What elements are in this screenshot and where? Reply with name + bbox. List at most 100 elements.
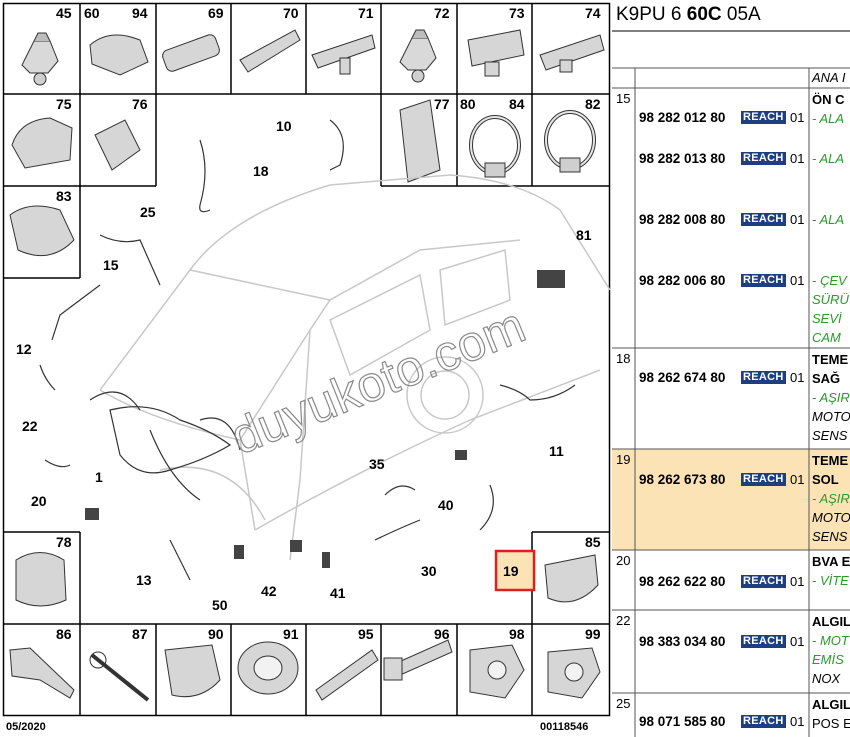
part-desc-line: - ÇEV [812,273,847,288]
part-desc-line: BVA E [812,554,850,569]
cell-label-95: 95 [358,626,374,642]
part-qty: 01 [790,370,805,385]
callout-25: 25 [140,204,156,220]
row-ref-19: 19 [616,452,631,467]
part-desc-line: SENS [812,428,848,443]
part-desc-line: SEVİ [812,311,842,326]
parts-table-grid [612,30,850,737]
callout-11: 11 [549,443,564,459]
cell-label-80: 80 [460,96,476,112]
callout-40: 40 [438,497,454,513]
callout-12: 12 [16,341,32,357]
row-ref-15: 15 [616,91,631,106]
cell-label-91: 91 [283,626,299,642]
part-desc-line: ÖN C [812,92,845,107]
part-number: 98 282 006 80 [639,273,726,288]
row-ref-20: 20 [616,553,631,568]
parts-diagram: 45 60 94 69 70 71 72 73 74 75 76 77 80 8… [2,2,611,733]
part-desc-line: TEME [812,453,849,468]
callout-19: 19 [503,563,519,579]
cell-label-71: 71 [358,5,374,21]
part-qty: 01 [790,110,805,125]
cell-label-87: 87 [132,626,148,642]
callout-41: 41 [330,585,346,601]
reach-badge: REACH [741,575,786,588]
vehicle-outline [99,174,611,561]
reach-badge: REACH [741,715,786,728]
cell-label-77: 77 [434,96,450,112]
cell-label-75: 75 [56,96,72,112]
cell-label-84: 84 [509,96,525,112]
reach-badge: REACH [741,635,786,648]
reach-badge: REACH [741,213,786,226]
row-ref-18: 18 [616,351,631,366]
part-number: 98 282 013 80 [639,151,726,166]
part-qty: 01 [790,151,805,166]
footer-date: 05/2020 [6,721,46,733]
part-qty: 01 [790,212,805,227]
callout-10: 10 [276,118,292,134]
footer-ref: 00118546 [540,721,588,733]
cell-label-83: 83 [56,188,72,204]
part-desc-line: MOTO [812,409,850,424]
callout-81: 81 [576,227,592,243]
reach-badge: REACH [741,274,786,287]
doc-title: K9PU 6 60C 05A [616,4,761,25]
part-desc-line: TEME [812,352,849,367]
cell-label-90: 90 [208,626,224,642]
part-sketches [9,29,605,702]
callout-42: 42 [261,583,277,599]
callout-19-highlight[interactable] [494,549,536,592]
part-desc-line: SOL [812,472,839,487]
part-desc-line: - AŞIR [812,491,850,506]
part-desc-line: ALGIL [812,697,850,712]
part-desc-line: MOTO [812,510,850,525]
part-number: 98 282 012 80 [639,110,726,125]
wiring-harness [39,119,576,581]
cell-label-76: 76 [132,96,148,112]
cell-label-86: 86 [56,626,72,642]
cell-label-45: 45 [56,5,72,21]
cell-label-85: 85 [585,534,601,550]
cell-label-96: 96 [434,626,450,642]
callout-1: 1 [95,469,103,485]
callout-20: 20 [31,493,47,509]
part-qty: 01 [790,634,805,649]
row-19-highlight [612,449,850,550]
callouts: 10 18 25 15 12 22 1 20 81 11 40 35 30 13… [16,118,592,613]
part-number: 98 282 008 80 [639,212,726,227]
watermark: duyukoto.com [223,297,533,466]
cell-label-70: 70 [283,5,299,21]
callout-13: 13 [136,572,152,588]
part-desc-line: - VİTE [812,573,849,588]
cell-label-73: 73 [509,5,525,21]
reach-badge: REACH [741,111,786,124]
cell-label-98: 98 [509,626,525,642]
callout-15: 15 [103,257,119,273]
part-number: 98 262 674 80 [639,370,726,385]
part-number: 98 071 585 80 [639,714,726,729]
part-desc-line: - ALA [812,212,845,227]
cell-label-82: 82 [585,96,601,112]
row-ref-22: 22 [616,613,631,628]
part-desc-line: ALGIL [812,614,850,629]
cell-label-60: 60 [84,5,100,21]
connectors [85,270,565,568]
part-desc-line: NOX [812,671,841,686]
part-desc-line: EMİS [812,652,844,667]
callout-50: 50 [212,597,228,613]
part-desc-line: - AŞIR [812,390,850,405]
callout-18: 18 [253,163,269,179]
part-number: 98 383 034 80 [639,634,726,649]
part-desc-line: - ALA [812,151,845,166]
callout-35: 35 [369,456,385,472]
part-desc-line: - ALA [812,111,845,126]
part-qty: 01 [790,472,805,487]
part-qty: 01 [790,273,805,288]
row-ref-25: 25 [616,696,631,711]
part-desc-line: SAĞ [812,371,841,386]
callout-22: 22 [22,418,38,434]
diagram-canvas: 45 60 94 69 70 71 72 73 74 75 76 77 80 8… [2,2,611,733]
cell-label-99: 99 [585,626,601,642]
reach-badge: REACH [741,371,786,384]
